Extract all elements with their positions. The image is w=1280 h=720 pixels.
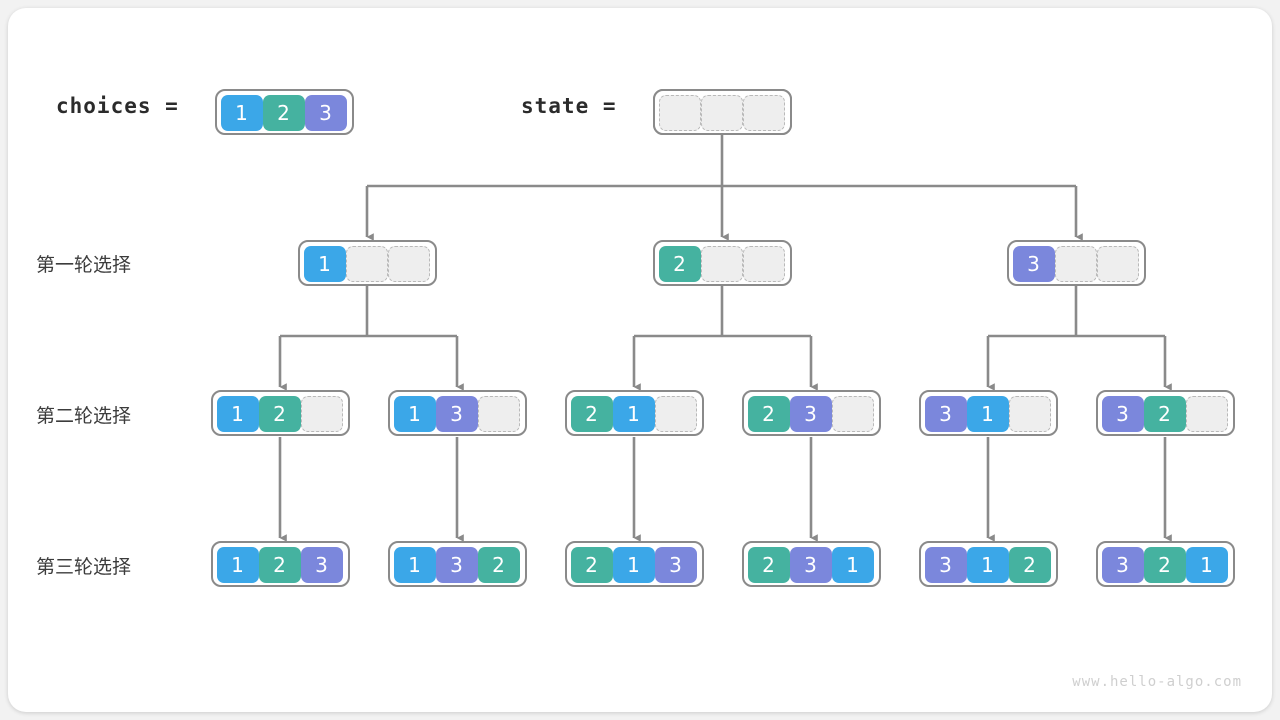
array-cell-empty — [387, 246, 430, 282]
array-cell-filled: 2 — [477, 547, 520, 583]
state-label: state = — [521, 94, 617, 118]
tree-node-root — [652, 89, 792, 135]
array-cell-filled: 3 — [435, 547, 478, 583]
row-label-2: 第二轮选择 — [36, 405, 132, 427]
array-cell-empty — [1096, 246, 1139, 282]
array-cell-filled: 3 — [924, 547, 967, 583]
array-cell-empty — [700, 95, 743, 131]
array-cell-filled: 3 — [654, 547, 697, 583]
tree-node-level1-n2: 2 — [652, 240, 792, 286]
array-cell-empty — [700, 246, 743, 282]
array-cell-filled: 3 — [1101, 547, 1144, 583]
array-cell-empty — [345, 246, 388, 282]
array-cell-filled: 1 — [966, 396, 1009, 432]
array-cell-empty — [658, 95, 701, 131]
array-cell-empty — [1008, 396, 1051, 432]
array-cell-empty — [300, 396, 343, 432]
array-cell-filled: 3 — [789, 547, 832, 583]
array-cell-empty — [742, 95, 785, 131]
tree-node-level1-n1: 1 — [297, 240, 437, 286]
array-cell-filled: 3 — [924, 396, 967, 432]
array-cell-filled: 1 — [1185, 547, 1228, 583]
array-cell-filled: 1 — [216, 547, 259, 583]
array-cell-filled: 2 — [1008, 547, 1051, 583]
array-cell-filled: 2 — [570, 547, 613, 583]
row-label-3: 第三轮选择 — [36, 556, 132, 578]
choices-label: choices = — [56, 94, 179, 118]
array-cell-filled: 3 — [300, 547, 343, 583]
array-cell-filled: 2 — [258, 396, 301, 432]
array-cell-empty — [1185, 396, 1228, 432]
array-cell-filled: 2 — [747, 396, 790, 432]
array-cell-filled: 1 — [216, 396, 259, 432]
array-cell-filled: 2 — [262, 95, 305, 131]
array-cell-empty — [477, 396, 520, 432]
array-cell-empty — [742, 246, 785, 282]
array-cell-filled: 2 — [570, 396, 613, 432]
array-cell-filled: 3 — [435, 396, 478, 432]
array-cell-filled: 1 — [220, 95, 263, 131]
array-cell-filled: 3 — [304, 95, 347, 131]
array-cell-filled: 1 — [393, 547, 436, 583]
watermark: www.hello-algo.com — [1072, 674, 1242, 690]
array-cell-filled: 2 — [258, 547, 301, 583]
row-label-1: 第一轮选择 — [36, 254, 132, 276]
array-cell-empty — [1054, 246, 1097, 282]
array-cell-filled: 2 — [1143, 396, 1186, 432]
tree-node-level1-n3: 3 — [1006, 240, 1146, 286]
array-cell-filled: 3 — [1012, 246, 1055, 282]
array-cell-filled: 1 — [612, 396, 655, 432]
array-cell-filled: 1 — [612, 547, 655, 583]
array-cell-filled: 3 — [1101, 396, 1144, 432]
array-cell-filled: 2 — [1143, 547, 1186, 583]
array-cell-filled: 1 — [393, 396, 436, 432]
array-cell-empty — [654, 396, 697, 432]
array-cell-filled: 2 — [658, 246, 701, 282]
array-cell-empty — [831, 396, 874, 432]
array-cell-filled: 2 — [747, 547, 790, 583]
array-cell-filled: 1 — [966, 547, 1009, 583]
array-cell-filled: 1 — [831, 547, 874, 583]
array-cell-filled: 3 — [789, 396, 832, 432]
array-cell-filled: 1 — [303, 246, 346, 282]
